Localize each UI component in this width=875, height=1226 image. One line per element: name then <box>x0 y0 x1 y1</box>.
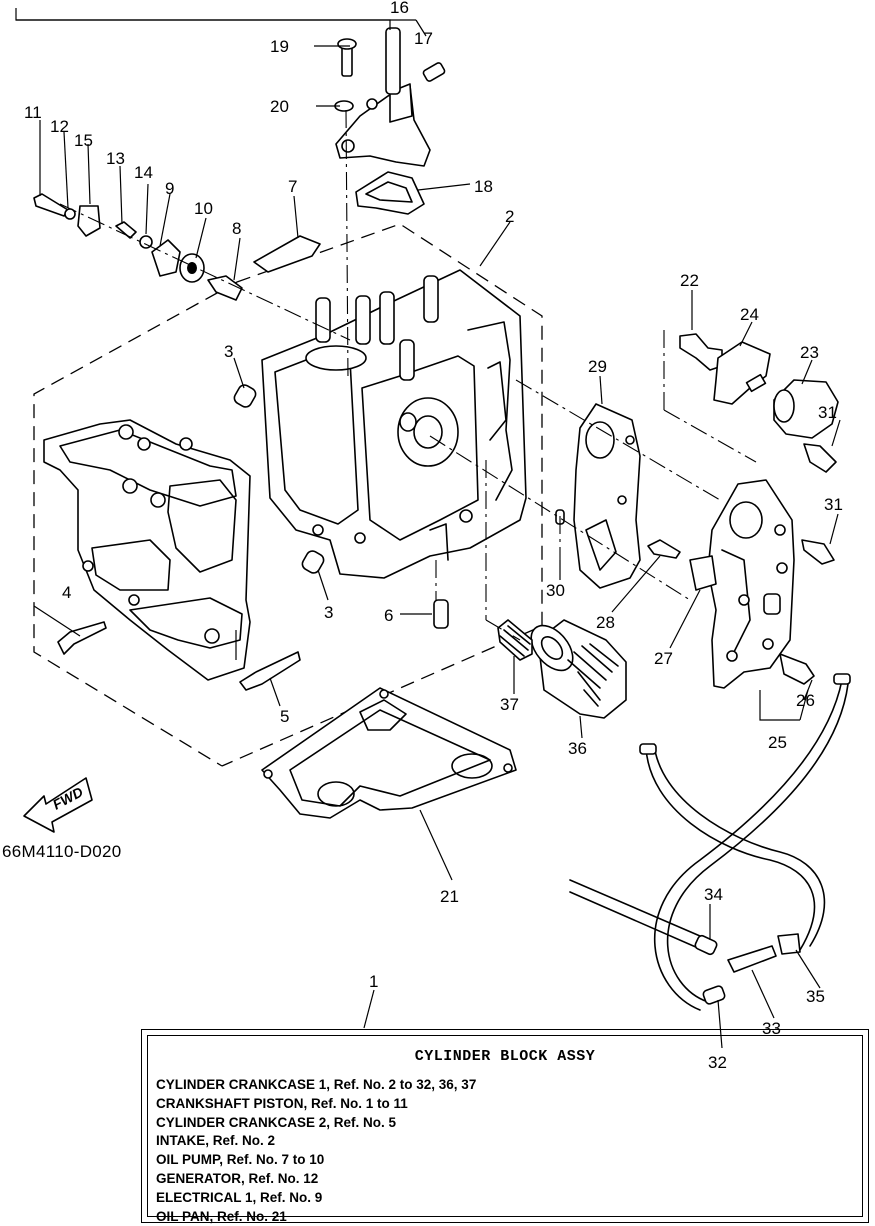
callout-13: 13 <box>106 149 125 168</box>
callout-36: 36 <box>568 739 587 758</box>
assembly-reference-list: CYLINDER CRANKCASE 1, Ref. No. 2 to 32, … <box>156 1076 476 1226</box>
callout-3a: 3 <box>224 342 233 361</box>
cover-25-drawing <box>707 479 795 689</box>
callout-3b: 3 <box>324 603 333 622</box>
callout-31b: 31 <box>824 495 843 514</box>
assembly-reference-line: ELECTRICAL 1, Ref. No. 9 <box>156 1189 323 1205</box>
callout-2: 2 <box>505 207 514 226</box>
oil-filter-drawing <box>530 619 627 719</box>
callout-30: 30 <box>546 581 565 600</box>
part-callouts: 1 2 3 3 4 5 6 7 8 9 10 11 12 13 14 15 16… <box>24 0 843 1072</box>
callout-23: 23 <box>800 343 819 362</box>
callout-8: 8 <box>232 219 241 238</box>
callout-35: 35 <box>806 987 825 1006</box>
oil-pan-gasket-drawing <box>261 687 517 819</box>
callout-10: 10 <box>194 199 213 218</box>
callout-16: 16 <box>390 0 409 17</box>
callout-29: 29 <box>588 357 607 376</box>
callout-26: 26 <box>796 691 815 710</box>
cylinder-crankcase-drawing <box>261 269 527 579</box>
callout-18: 18 <box>474 177 493 196</box>
callout-14: 14 <box>134 163 153 182</box>
callout-5: 5 <box>280 707 289 726</box>
assembly-reference-line: CYLINDER CRANKCASE 2, Ref. No. 5 <box>156 1114 397 1130</box>
leader-lines <box>15 8 841 1049</box>
callout-27: 27 <box>654 649 673 668</box>
callout-1: 1 <box>369 972 378 991</box>
sensor-parts-drawing <box>679 333 839 439</box>
crankcase-half-drawing <box>43 419 251 681</box>
assembly-reference-line: CRANKSHAFT PISTON, Ref. No. 1 to 11 <box>156 1095 408 1111</box>
callout-21: 21 <box>440 887 459 906</box>
callout-37: 37 <box>500 695 519 714</box>
callout-12: 12 <box>50 117 69 136</box>
callout-28: 28 <box>596 613 615 632</box>
dashed-assembly-boundaries <box>33 223 543 767</box>
callout-25: 25 <box>768 733 787 752</box>
assembly-reference-line: CYLINDER CRANKCASE 1, Ref. No. 2 to 32, … <box>156 1077 477 1092</box>
assembly-reference-box: CYLINDER BLOCK ASSY CYLINDER CRANKCASE 1… <box>141 1029 869 1224</box>
oil-pump-drawing <box>335 27 431 215</box>
callout-31a: 31 <box>818 403 837 422</box>
callout-24: 24 <box>740 305 759 324</box>
fitting-37-drawing <box>497 619 533 661</box>
callout-17: 17 <box>414 29 433 48</box>
assembly-reference-inner-frame: CYLINDER BLOCK ASSY CYLINDER CRANKCASE 1… <box>147 1035 863 1224</box>
callout-9: 9 <box>165 179 174 198</box>
callout-11: 11 <box>24 103 42 122</box>
fwd-arrow-icon: FWD <box>23 777 93 833</box>
hardware-drawing <box>33 38 837 691</box>
assembly-reference-line: OIL PUMP, Ref. No. 7 to 10 <box>156 1152 325 1168</box>
callout-7: 7 <box>288 177 297 196</box>
drawing-code: 66M4110-D020 <box>2 842 122 861</box>
callout-19: 19 <box>270 37 289 56</box>
gasket-29-drawing <box>573 403 641 589</box>
callout-6: 6 <box>384 606 393 625</box>
callout-22: 22 <box>680 271 699 290</box>
assembly-reference-line: GENERATOR, Ref. No. 12 <box>156 1170 319 1186</box>
assembly-reference-line: INTAKE, Ref. No. 2 <box>156 1133 276 1149</box>
callout-34: 34 <box>704 885 723 904</box>
oil-hoses-drawing <box>569 673 851 1011</box>
assembly-title: CYLINDER BLOCK ASSY <box>414 1048 596 1065</box>
callout-33: 33 <box>762 1019 781 1038</box>
callout-4: 4 <box>62 583 71 602</box>
callout-32: 32 <box>708 1053 727 1072</box>
assembly-reference-line: OIL PAN, Ref. No. 21 <box>156 1208 287 1224</box>
callout-20: 20 <box>270 97 289 116</box>
callout-15: 15 <box>74 131 93 150</box>
